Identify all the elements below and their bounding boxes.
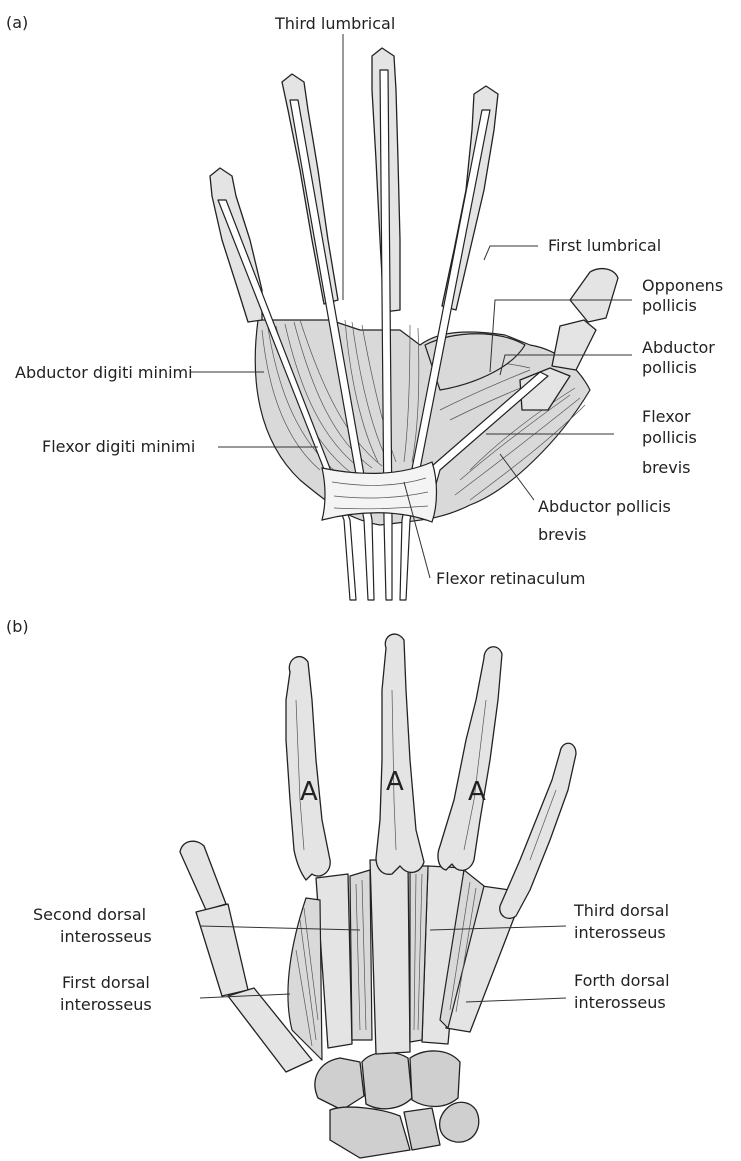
panel-a: (a) xyxy=(6,13,723,600)
thumb-distal-phalanx xyxy=(570,269,618,322)
carpal-bones xyxy=(315,1051,479,1158)
panel-a-label: (a) xyxy=(6,13,28,32)
label-abductor-pollicis-line1: Abductor xyxy=(642,338,715,357)
second-dorsal-interosseus xyxy=(350,870,372,1040)
label-abductor-digiti-minimi: Abductor digiti minimi xyxy=(15,363,193,382)
carpal-row2-a xyxy=(330,1107,410,1158)
label-forth-dorsal-line1: Forth dorsal xyxy=(574,971,670,990)
thumb-proximal-phalanx xyxy=(552,320,596,370)
bone-mark-a-index: A xyxy=(300,777,318,807)
carpal-pisiform xyxy=(440,1102,479,1142)
finger-b-middle xyxy=(376,634,424,874)
metacarpal-middle xyxy=(370,860,410,1054)
label-second-dorsal-line1: Second dorsal xyxy=(33,905,146,924)
thumb-b-distal xyxy=(180,841,226,910)
label-third-dorsal-line2: interosseus xyxy=(574,923,666,942)
finger-b-index xyxy=(286,657,330,880)
label-third-dorsal-line1: Third dorsal xyxy=(573,901,669,920)
bone-mark-a-middle: A xyxy=(386,767,404,797)
carpal-row2-b xyxy=(404,1108,440,1150)
finger-b-little xyxy=(500,743,576,918)
carpal-1 xyxy=(315,1058,364,1110)
label-forth-dorsal-line2: interosseus xyxy=(574,993,666,1012)
panel-b: (b) xyxy=(6,617,670,1158)
label-abductor-pollicis-line2: pollicis xyxy=(642,358,697,377)
label-flexor-pollicis-brevis-line3: brevis xyxy=(642,458,690,477)
label-abductor-pollicis-brevis-line2: brevis xyxy=(538,525,586,544)
carpal-3 xyxy=(410,1051,460,1107)
label-flexor-pollicis-brevis-line2: pollicis xyxy=(642,428,697,447)
label-abductor-pollicis-brevis-line1: Abductor pollicis xyxy=(538,497,671,516)
label-opponens-line1: Opponens xyxy=(642,276,723,295)
finger-b-edge-lines xyxy=(296,690,556,860)
panel-b-label: (b) xyxy=(6,617,29,636)
finger-b-ring xyxy=(438,647,502,871)
carpal-2 xyxy=(362,1052,412,1108)
label-second-dorsal-line2: interosseus xyxy=(60,927,152,946)
label-first-dorsal-line1: First dorsal xyxy=(62,973,150,992)
label-third-lumbrical: Third lumbrical xyxy=(274,14,395,33)
label-flexor-pollicis-brevis-line1: Flexor xyxy=(642,407,691,426)
label-flexor-digiti-minimi: Flexor digiti minimi xyxy=(42,437,195,456)
bone-mark-a-ring: A xyxy=(468,777,486,807)
label-first-dorsal-line2: interosseus xyxy=(60,995,152,1014)
label-flexor-retinaculum: Flexor retinaculum xyxy=(436,569,585,588)
label-first-lumbrical: First lumbrical xyxy=(548,236,661,255)
thumb-b-proximal xyxy=(196,904,248,996)
label-opponens-line2: pollicis xyxy=(642,296,697,315)
